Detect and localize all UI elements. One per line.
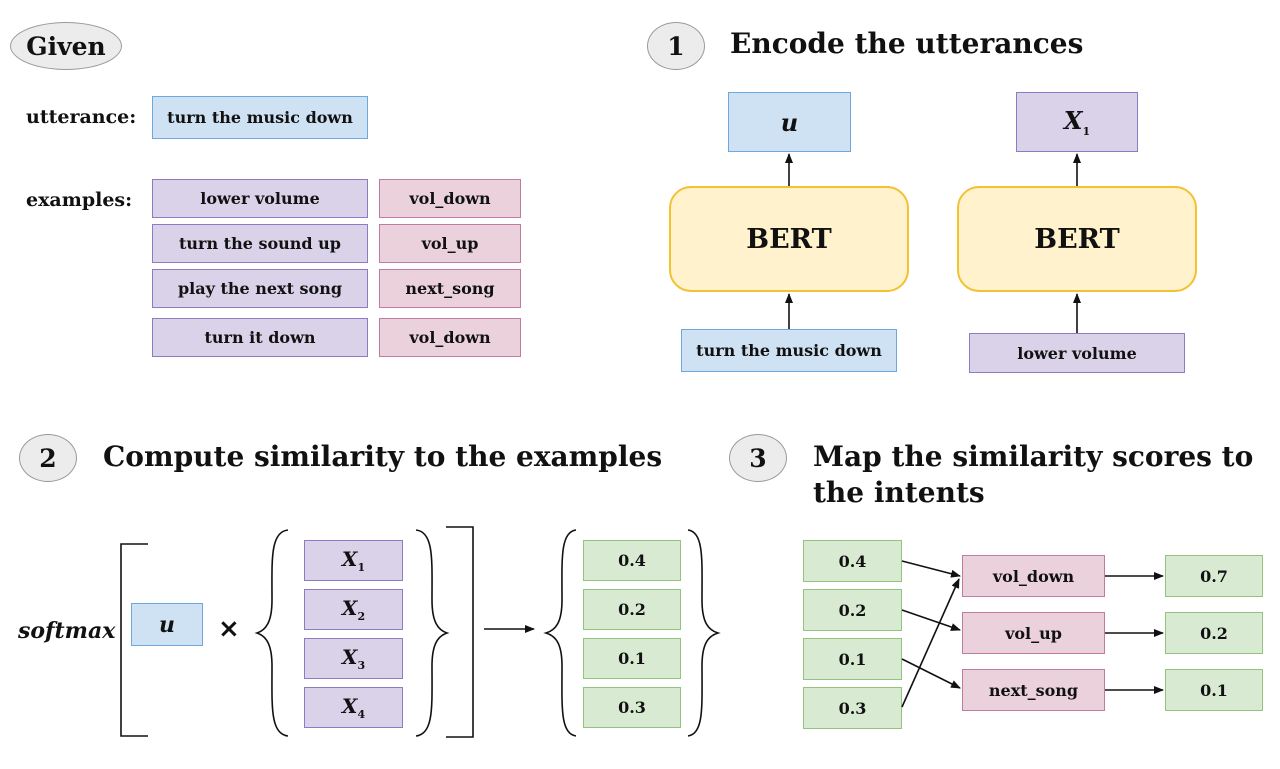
- u-vector-box: u: [131, 603, 203, 646]
- intent-score-box: 0.2: [1165, 612, 1263, 654]
- x-vector-box: X3: [304, 638, 403, 679]
- example-text: lower volume: [152, 179, 368, 218]
- score-box: 0.2: [583, 589, 681, 630]
- score-box: 0.1: [583, 638, 681, 679]
- example-intent: next_song: [379, 269, 521, 308]
- encoded-x1-box: X1: [1016, 92, 1138, 152]
- brace-right: [415, 529, 450, 737]
- x-vector-box: X4: [304, 687, 403, 728]
- example-text: turn the sound up: [152, 224, 368, 263]
- intent-score-box: 0.7: [1165, 555, 1263, 597]
- example-text: play the next song: [152, 269, 368, 308]
- step1-title: Encode the utterances: [730, 27, 1084, 60]
- score-box: 0.4: [583, 540, 681, 581]
- x-vector-box: X2: [304, 589, 403, 630]
- intent-score-box: 0.1: [1165, 669, 1263, 711]
- x1-symbol: X1: [1063, 106, 1091, 138]
- bert-encoder: BERT: [669, 186, 909, 292]
- u-symbol: u: [780, 107, 799, 137]
- intent-box: vol_down: [962, 555, 1105, 597]
- example-intent: vol_down: [379, 179, 521, 218]
- step-number-badge: 3: [729, 434, 787, 482]
- example-text: turn it down: [152, 318, 368, 357]
- intent-box: next_song: [962, 669, 1105, 711]
- step2-title: Compute similarity to the examples: [103, 440, 663, 473]
- score-box: 0.2: [803, 589, 902, 631]
- encoder-input-box: turn the music down: [681, 329, 897, 372]
- example-intent: vol_down: [379, 318, 521, 357]
- intent-box: vol_up: [962, 612, 1105, 654]
- step3-title-line1: Map the similarity scores to: [813, 440, 1254, 473]
- score-box: 0.3: [583, 687, 681, 728]
- arrow: [901, 578, 960, 708]
- brace-left: [254, 529, 289, 737]
- arrow: [901, 658, 961, 689]
- example-intent: vol_up: [379, 224, 521, 263]
- step-number-badge: 1: [647, 22, 705, 70]
- score-box: 0.3: [803, 687, 902, 729]
- multiply-sign: ×: [218, 614, 240, 644]
- encoder-input-box: lower volume: [969, 333, 1185, 373]
- square-bracket-left: [120, 543, 148, 737]
- square-bracket-right: [446, 526, 474, 738]
- brace-right: [687, 529, 721, 737]
- score-box: 0.4: [803, 540, 902, 582]
- encoded-u-box: u: [728, 92, 851, 152]
- bert-encoder: BERT: [957, 186, 1197, 292]
- x-vector-box: X1: [304, 540, 403, 581]
- softmax-label: softmax: [18, 618, 116, 644]
- utterance-box: turn the music down: [152, 96, 368, 139]
- arrow: [901, 609, 961, 631]
- step-number-badge: 2: [19, 434, 77, 482]
- utterance-label: utterance:: [26, 106, 137, 128]
- examples-label: examples:: [26, 189, 133, 211]
- brace-left: [543, 529, 577, 737]
- u-symbol: u: [159, 611, 175, 638]
- arrow: [901, 560, 961, 578]
- score-box: 0.1: [803, 638, 902, 680]
- step3-title-line2: the intents: [813, 476, 985, 509]
- given-badge: Given: [10, 22, 122, 70]
